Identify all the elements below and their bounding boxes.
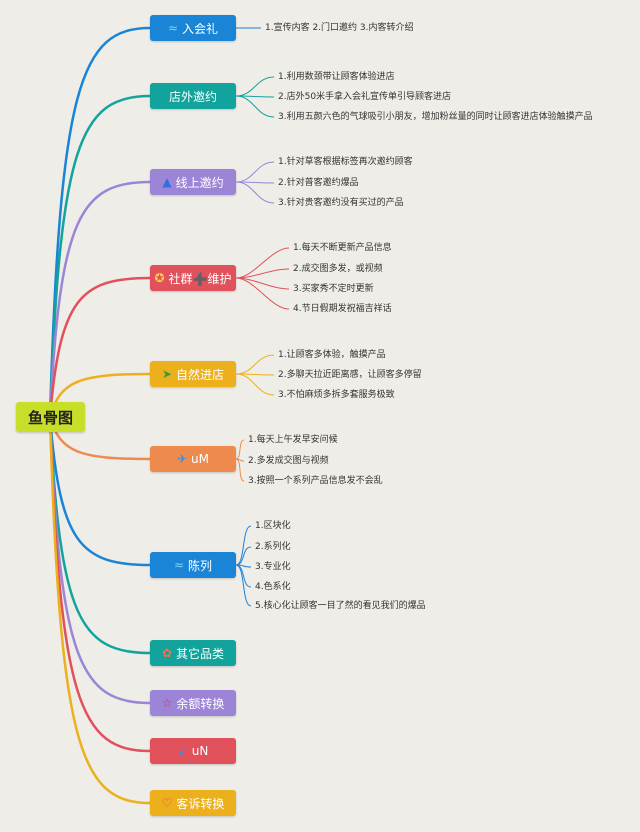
branch-label: 陈列 <box>188 558 213 573</box>
branch-node[interactable]: ➹uN <box>150 738 236 764</box>
branch-label: 店外邀约 <box>168 89 217 104</box>
branch-connector <box>48 276 151 418</box>
branch-node[interactable]: ✪社群➕维护 <box>150 265 236 291</box>
leaf-text: 2.多聊天拉近距离感，让顾客多停留 <box>278 370 422 380</box>
arrow-icon: ➹ <box>177 744 188 758</box>
leaf-connector <box>235 439 245 460</box>
leaf-text: 4.色系化 <box>255 582 291 592</box>
leaf-text: 1.让顾客多体验，触摸产品 <box>278 350 386 360</box>
leaf-text: 1.每天上午发早安问候 <box>248 435 338 445</box>
leaf-text: 2.成交图多发，或视频 <box>293 264 383 274</box>
medal-icon: ✪ <box>154 271 165 285</box>
branch-connector <box>48 416 151 655</box>
leaf-connector <box>235 354 275 375</box>
branch-node[interactable]: ♡客诉转换 <box>150 790 236 816</box>
branch-connector <box>48 26 151 418</box>
leaf-connector <box>235 161 275 183</box>
branch-label: 客诉转换 <box>176 796 225 811</box>
branch-label: 线上邀约 <box>175 175 224 190</box>
leaf-text: 2.针对普客邀约爆品 <box>278 178 359 188</box>
leaf-text: 1.宣传内客 2.门口邀约 3.内客转介绍 <box>265 23 414 33</box>
branch-node[interactable]: ➤自然进店 <box>150 361 236 387</box>
leaf-text: 5.核心化让顾客一目了然的看见我们的爆品 <box>255 601 426 611</box>
branch-node[interactable]: ▲线上邀约 <box>150 169 236 195</box>
leaf-connector <box>235 373 275 396</box>
leaf-connector <box>235 268 290 279</box>
leaf-text: 2.多发成交图与视频 <box>248 456 329 466</box>
leaf-connector <box>235 546 252 566</box>
leaf-connector <box>235 277 290 310</box>
heart-icon: ♡ <box>161 796 173 810</box>
leaf-connector <box>235 76 275 97</box>
leaf-text: 1.每天不断更新产品信息 <box>293 243 392 253</box>
root-label: 鱼骨图 <box>27 408 73 427</box>
paper-plane-icon: ➤ <box>161 367 173 381</box>
branch-node[interactable]: ✈uM <box>150 446 236 472</box>
star-icon: ☆ <box>161 696 173 710</box>
leaf-connector <box>235 181 275 204</box>
leaf-text: 3.利用五颜六色的气球吸引小朋友，增加粉丝量的同时让顾客进店体验触摸产品 <box>278 112 593 122</box>
branch-node[interactable]: ≈入会礼 <box>150 15 236 41</box>
leaf-text: 1.利用数颈带让顾客体验进店 <box>278 72 395 82</box>
leaf-connector <box>235 564 252 607</box>
branch-label: 社群➕维护 <box>168 271 232 286</box>
branch-node[interactable]: 店外邀约 <box>150 83 236 109</box>
leaf-text: 2.系列化 <box>255 542 291 552</box>
branch-label: uN <box>191 744 209 758</box>
flower-icon: ✿ <box>161 646 173 660</box>
branch-label: 余额转换 <box>176 696 225 711</box>
leaf-connector <box>235 247 290 279</box>
flame-icon: ▲ <box>162 175 172 189</box>
root-node[interactable]: 鱼骨图 <box>16 402 85 432</box>
branch-connector <box>48 94 151 418</box>
wave-icon: ≈ <box>173 558 185 572</box>
leaf-connector <box>235 525 252 566</box>
leaf-connector <box>235 95 275 118</box>
wave-icon: ≈ <box>167 21 179 35</box>
branch-label: 其它品类 <box>176 646 225 661</box>
leaf-text: 2.店外50米手拿入会礼宣传单引导顾客进店 <box>278 92 452 102</box>
leaf-text: 3.针对贵客邀约没有买过的产品 <box>278 198 404 208</box>
branch-label: uM <box>191 452 210 466</box>
branch-connector <box>48 180 151 418</box>
leaf-connector <box>235 458 245 482</box>
branch-node[interactable]: ≈陈列 <box>150 552 236 578</box>
branch-node[interactable]: ☆余额转换 <box>150 690 236 716</box>
leaf-text: 1.针对草客根据标签再次邀约顾客 <box>278 157 413 167</box>
leaf-text: 3.不怕麻烦多拆多套服务极致 <box>278 390 395 400</box>
branch-label: 入会礼 <box>182 21 219 36</box>
leaf-text: 4.节日假期发祝福吉祥话 <box>293 304 392 314</box>
leaf-text: 3.按照一个系列产品信息发不会乱 <box>248 476 383 486</box>
branch-connector <box>48 416 151 805</box>
leaf-text: 3.买家秀不定时更新 <box>293 284 374 294</box>
branch-label: 自然进店 <box>176 367 225 382</box>
rocket-icon: ✈ <box>176 452 188 466</box>
leaf-text: 1.区块化 <box>255 521 291 531</box>
branch-connector <box>48 416 151 567</box>
leaf-text: 3.专业化 <box>255 562 291 572</box>
branch-node[interactable]: ✿其它品类 <box>150 640 236 666</box>
